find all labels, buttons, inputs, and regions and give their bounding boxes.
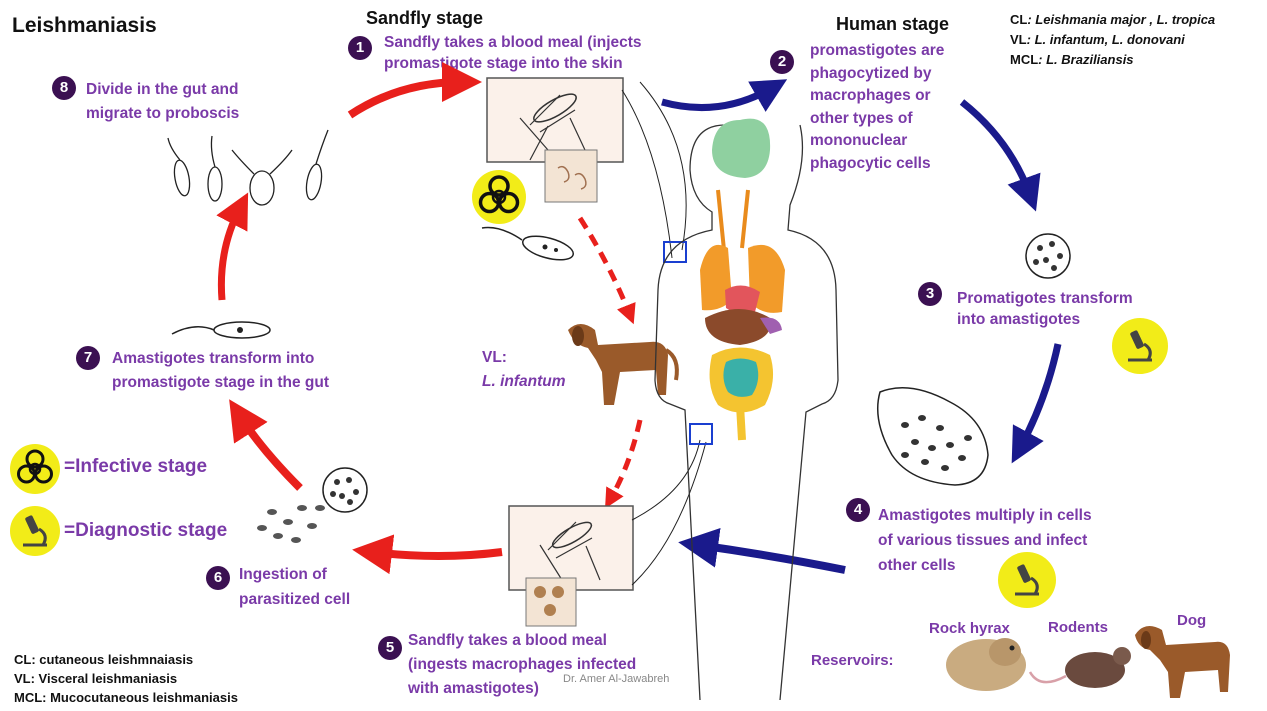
human-body-icon xyxy=(655,119,838,700)
bite-site-box-lower xyxy=(690,424,712,444)
arrow-6-to-7 xyxy=(240,416,300,488)
arrow-8-to-1 xyxy=(350,82,462,115)
microscope-icon-4 xyxy=(1015,564,1039,594)
promastigote-gut-icon xyxy=(172,322,270,338)
arrow-4-to-5 xyxy=(698,545,845,570)
dog-icon xyxy=(568,324,677,405)
parasitized-cell-icon xyxy=(257,468,367,543)
arrow-3-to-4 xyxy=(1020,344,1058,448)
rodent-icon xyxy=(1030,647,1131,688)
arrow-1-to-2 xyxy=(662,88,772,108)
arrow-2-to-3 xyxy=(962,102,1030,195)
biohazard-icon xyxy=(481,177,518,212)
promastigotes-dividing-icon xyxy=(168,130,328,205)
reservoir-dog-icon xyxy=(1135,626,1230,698)
biohazard-legend-icon xyxy=(19,451,52,482)
sandfly-feeding-icon xyxy=(509,506,633,626)
microscope-icon-3 xyxy=(1128,330,1152,360)
arrow-5-to-6 xyxy=(372,552,502,556)
promastigote-icon xyxy=(482,228,576,265)
microscope-legend-icon xyxy=(23,515,47,545)
arrow-7-to-8 xyxy=(221,208,240,300)
macrophage-icon xyxy=(1026,234,1070,278)
dashed-arrow-1-to-dog xyxy=(580,218,630,315)
amastigote-cell-icon xyxy=(878,388,988,485)
hyrax-icon xyxy=(946,638,1026,691)
dashed-arrow-dog-to-5 xyxy=(610,420,640,500)
